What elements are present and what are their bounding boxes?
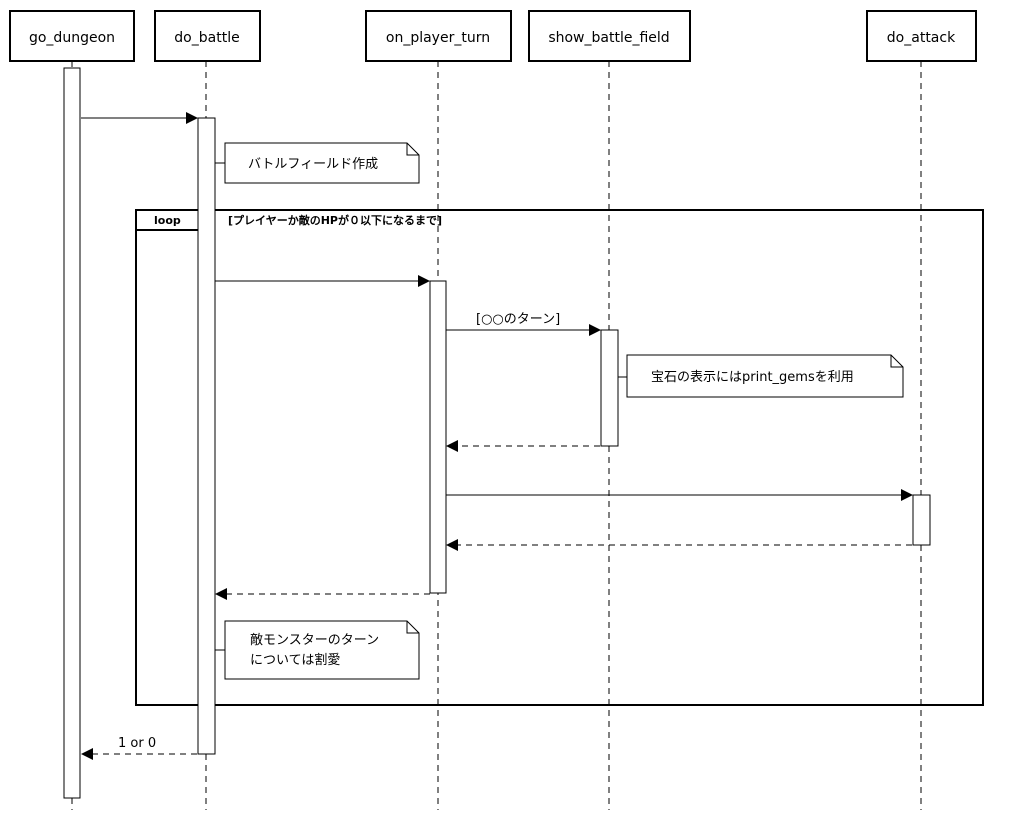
note-battle-field-create: バトルフィールド作成: [215, 142, 420, 184]
activation-go-dungeon: [63, 67, 81, 799]
loop-guard: [プレイヤーか敵のHPが０以下になるまで]: [228, 213, 442, 227]
activations: [63, 67, 931, 799]
participant-go-dungeon-label: go_dungeon: [29, 30, 115, 46]
participant-go-dungeon: go_dungeon: [9, 10, 135, 62]
participant-on-player-turn-label: on_player_turn: [386, 30, 490, 46]
activation-do-battle: [197, 117, 216, 755]
note-3-line-1: 敵モンスターのターン: [250, 632, 379, 648]
notes: バトルフィールド作成 宝石の表示にはprint_gemsを利用 敵モンスターのタ…: [215, 142, 904, 680]
note-3-line-2: については割愛: [250, 652, 340, 668]
participant-do-battle-label: do_battle: [174, 30, 239, 46]
participant-do-attack-label: do_attack: [887, 30, 956, 46]
participant-show-battle-field: show_battle_field: [528, 10, 691, 62]
participant-show-battle-field-label: show_battle_field: [548, 30, 669, 46]
message-3-label: [○○のターン]: [476, 312, 560, 327]
note-enemy-turn: 敵モンスターのターン については割愛: [215, 620, 420, 680]
loop-label: loop: [154, 214, 181, 227]
participant-do-battle: do_battle: [154, 10, 261, 62]
activation-show-battle-field: [600, 329, 619, 447]
messages: [○○のターン] 1 or 0: [81, 112, 913, 760]
message-8-label: 1 or 0: [118, 736, 156, 751]
note-print-gems: 宝石の表示にはprint_gemsを利用: [618, 354, 904, 398]
participants: go_dungeon do_battle on_player_turn show…: [9, 10, 977, 62]
activation-do-attack: [912, 494, 931, 546]
participant-do-attack: do_attack: [866, 10, 977, 62]
activation-on-player-turn: [429, 280, 447, 594]
loop-frame: loop [プレイヤーか敵のHPが０以下になるまで]: [135, 209, 984, 706]
participant-on-player-turn: on_player_turn: [365, 10, 512, 62]
note-1-line-1: バトルフィールド作成: [248, 157, 378, 172]
note-2-line-1: 宝石の表示にはprint_gemsを利用: [651, 370, 854, 385]
